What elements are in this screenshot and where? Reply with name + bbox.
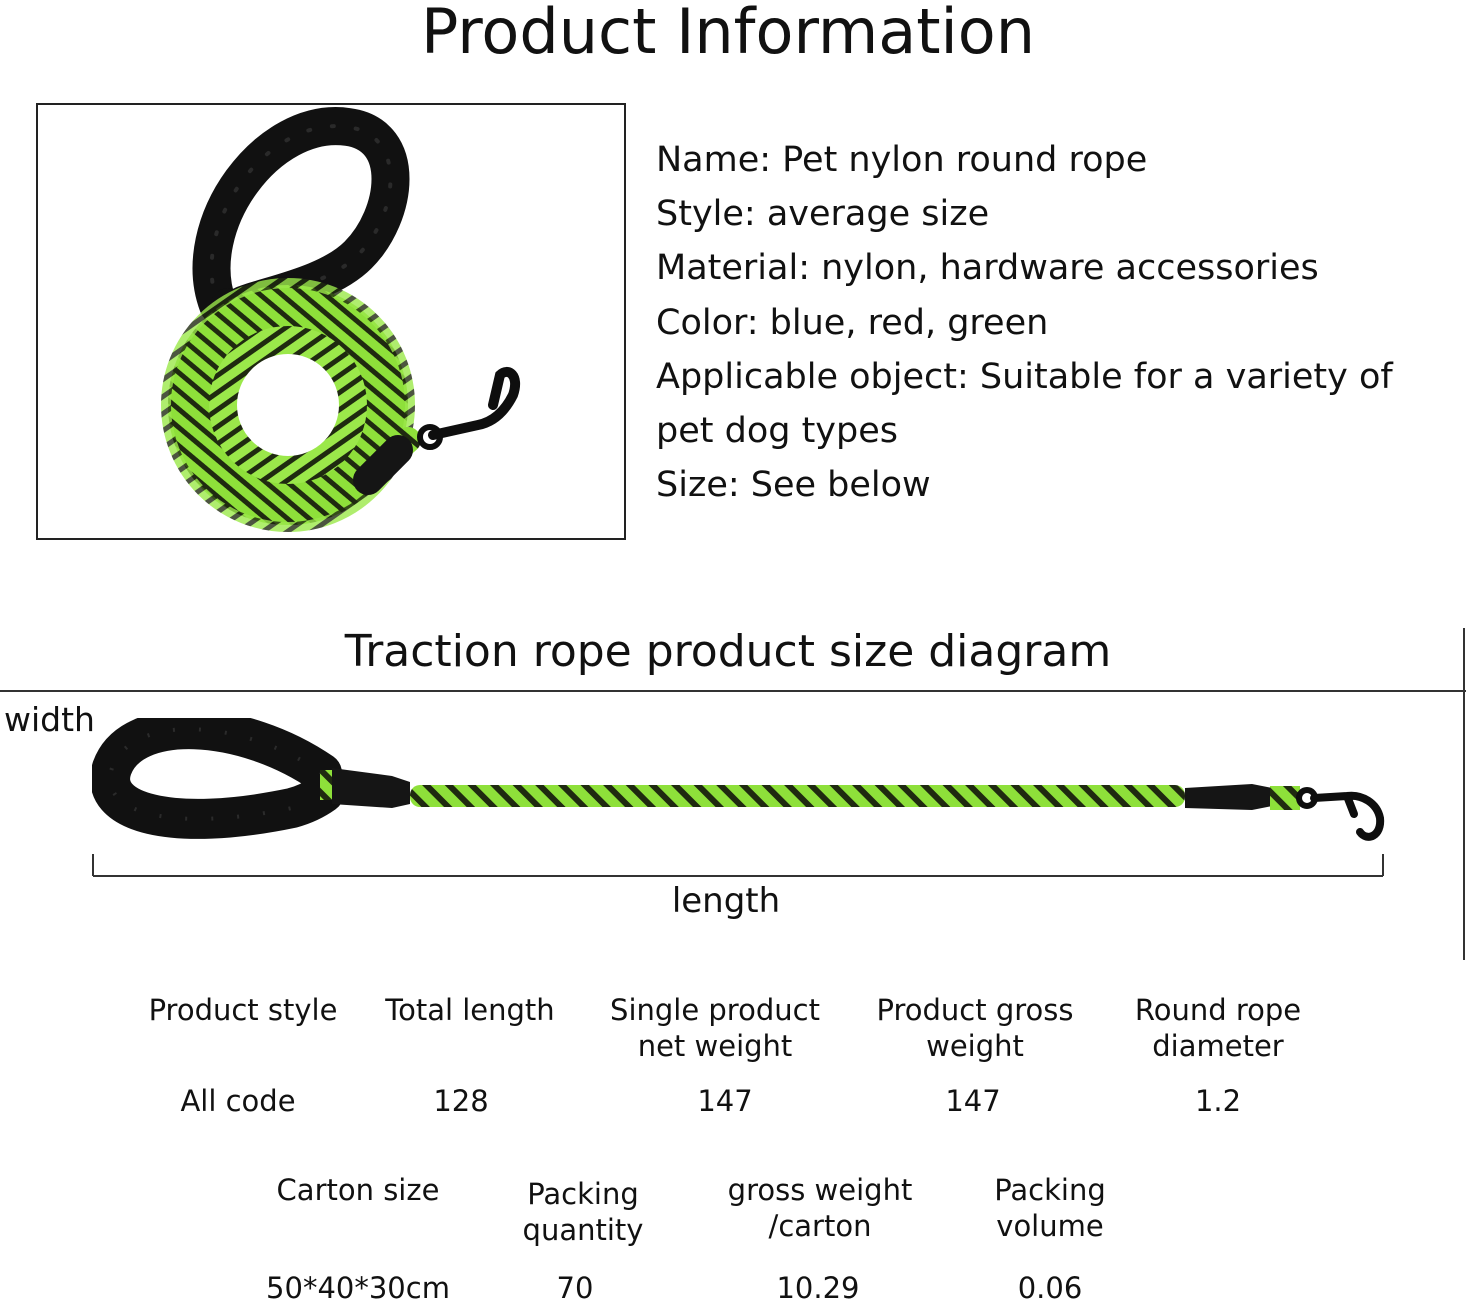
value-carton-size: 50*40*30cm bbox=[266, 1271, 450, 1305]
length-label: length bbox=[671, 881, 781, 921]
header-net-weight: Single product net weight bbox=[610, 993, 820, 1063]
header-gross-weight-carton: gross weight /carton bbox=[727, 1173, 913, 1243]
coiled-leash-illustration bbox=[161, 107, 521, 532]
value-gross-weight-carton: 10.29 bbox=[776, 1271, 860, 1305]
info-applicable-object-cont: pet dog types bbox=[656, 411, 898, 452]
value-gross-weight: 147 bbox=[945, 1084, 1001, 1118]
value-packing-volume: 0.06 bbox=[1017, 1271, 1083, 1305]
info-color: Color: blue, red, green bbox=[656, 302, 1049, 343]
product-info-list: Name: Pet nylon round rope Style: averag… bbox=[656, 133, 1446, 512]
header-gross-weight: Product gross weight bbox=[876, 993, 1074, 1063]
diagram-title: Traction rope product size diagram bbox=[344, 626, 1112, 677]
info-name: Name: Pet nylon round rope bbox=[656, 140, 1148, 180]
value-total-length: 128 bbox=[433, 1084, 489, 1118]
header-rope-diameter: Round rope diameter bbox=[1134, 993, 1302, 1063]
divider-line bbox=[0, 690, 1466, 692]
header-product-style: Product style bbox=[148, 993, 338, 1027]
value-product-style: All code bbox=[180, 1084, 296, 1118]
width-marker-line bbox=[1463, 628, 1465, 960]
length-dimension-line bbox=[92, 854, 1384, 877]
straight-leash-illustration bbox=[92, 718, 1385, 841]
value-rope-diameter: 1.2 bbox=[1194, 1084, 1242, 1118]
value-packing-quantity: 70 bbox=[556, 1271, 594, 1305]
header-packing-volume: Packing volume bbox=[994, 1173, 1106, 1243]
info-size: Size: See below bbox=[656, 465, 931, 506]
page-title: Product Information bbox=[420, 0, 1035, 68]
info-material: Material: nylon, hardware accessories bbox=[656, 248, 1319, 289]
header-packing-quantity: Packing quantity bbox=[522, 1177, 644, 1247]
info-style: Style: average size bbox=[656, 194, 990, 235]
header-carton-size: Carton size bbox=[276, 1173, 440, 1207]
width-label: width bbox=[4, 700, 95, 739]
value-net-weight: 147 bbox=[697, 1084, 753, 1118]
product-photo bbox=[36, 103, 626, 540]
header-total-length: Total length bbox=[385, 993, 555, 1027]
info-applicable-object: Applicable object: Suitable for a variet… bbox=[656, 356, 1393, 397]
